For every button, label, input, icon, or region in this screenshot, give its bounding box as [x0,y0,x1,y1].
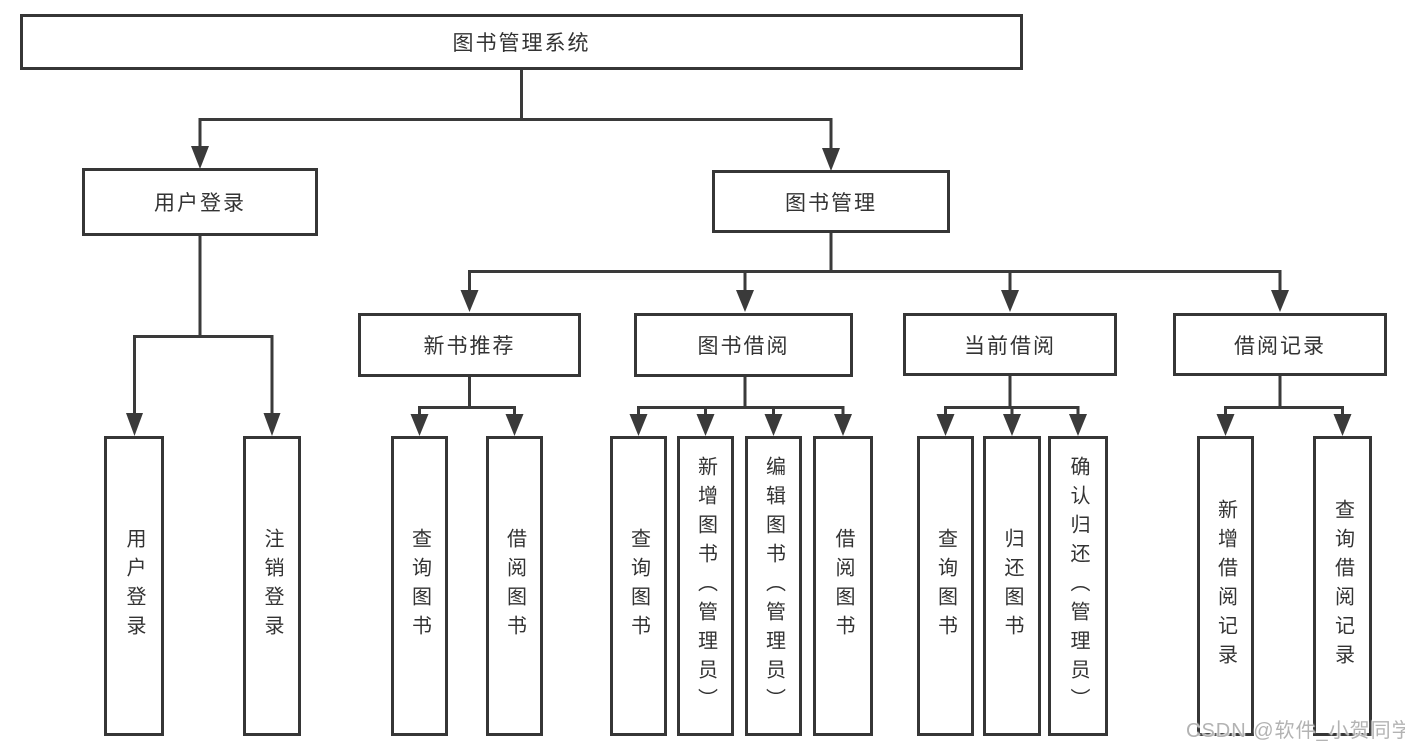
leaf-br-add-borrow-record: 新增借阅记录 [1197,436,1254,736]
leaf-br-query-borrow-record-label: 查询借阅记录 [1331,499,1354,673]
leaf-br-add-borrow-record-label: 新增借阅记录 [1214,499,1237,673]
node-current-borrow-label: 当前借阅 [964,334,1056,358]
node-user-login: 用户登录 [82,168,318,236]
leaf-logout-label: 注销登录 [261,528,283,644]
leaf-cb-confirm-return-admin: 确认归还（管理员） [1048,436,1108,736]
connector-book-mgmt-lines [468,233,1282,291]
connector-book-borrow-arrowheads [629,414,852,436]
node-borrow-records: 借阅记录 [1173,313,1387,376]
leaf-cb-query-books-label: 查询图书 [934,528,957,644]
leaf-bb-query-books-label: 查询图书 [627,528,650,644]
leaf-bb-edit-books-admin-label: 编辑图书（管理员） [762,455,785,717]
leaf-bb-edit-books-admin: 编辑图书（管理员） [745,436,802,736]
node-current-borrow: 当前借阅 [903,313,1117,376]
connector-user-login-arrowheads [126,413,281,436]
leaf-cb-query-books: 查询图书 [917,436,974,736]
leaf-user-login: 用户登录 [104,436,164,736]
leaf-bb-borrow-books: 借阅图书 [813,436,873,736]
connector-user-login-lines [133,236,274,414]
leaf-br-query-borrow-record: 查询借阅记录 [1313,436,1372,736]
connector-new-books-lines [418,377,516,416]
leaf-nbr-query-books: 查询图书 [391,436,448,736]
leaf-cb-return-books: 归还图书 [983,436,1041,736]
leaf-bb-add-books-admin-label: 新增图书（管理员） [694,455,717,717]
node-book-mgmt: 图书管理 [712,170,950,233]
leaf-nbr-query-books-label: 查询图书 [408,528,431,644]
connector-new-books-arrowheads [410,414,524,436]
node-new-books: 新书推荐 [358,313,581,377]
node-book-borrow: 图书借阅 [634,313,853,377]
connector-book-mgmt-arrowheads [460,290,1289,312]
node-user-login-label: 用户登录 [154,192,246,215]
node-book-mgmt-label: 图书管理 [785,191,877,215]
node-borrow-records-label: 借阅记录 [1234,334,1326,358]
node-root-label: 图书管理系统 [452,32,591,55]
node-new-books-label: 新书推荐 [423,335,516,358]
watermark: CSDN @软件_小贺同学 [1186,720,1405,742]
node-root: 图书管理系统 [20,14,1023,70]
connector-current-borrow-arrowheads [936,414,1087,436]
leaf-bb-query-books: 查询图书 [610,436,667,736]
connector-root-lines [198,70,833,149]
node-book-borrow-label: 图书借阅 [697,335,790,358]
leaf-user-login-label: 用户登录 [123,528,145,644]
leaf-nbr-borrow-books-label: 借阅图书 [503,528,526,644]
leaf-bb-borrow-books-label: 借阅图书 [832,528,854,644]
leaf-nbr-borrow-books: 借阅图书 [486,436,543,736]
leaf-cb-confirm-return-admin-label: 确认归还（管理员） [1067,455,1089,717]
connector-borrow-records-lines [1224,376,1344,416]
connector-borrow-records-arrowheads [1216,414,1352,436]
leaf-bb-add-books-admin: 新增图书（管理员） [677,436,734,736]
leaf-cb-return-books-label: 归还图书 [1001,528,1023,644]
leaf-logout: 注销登录 [243,436,301,736]
connector-current-borrow-lines [944,376,1080,416]
connector-book-borrow-lines [637,377,845,416]
